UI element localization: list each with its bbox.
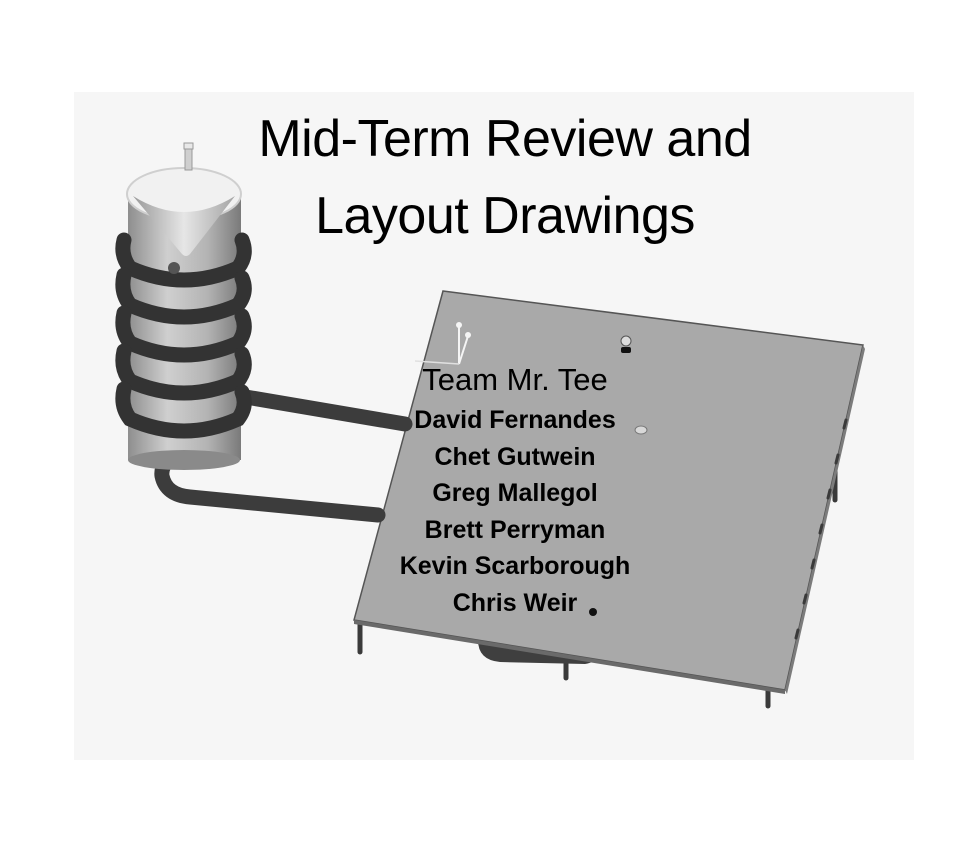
- solar-panel: [353, 290, 865, 694]
- title-line-2: Layout Drawings: [315, 187, 695, 245]
- member-name: Kevin Scarborough: [399, 552, 631, 580]
- member-name: Chet Gutwein: [434, 443, 596, 471]
- panel-fittings: [414, 322, 648, 616]
- member-name: Chris Weir: [452, 589, 578, 617]
- tank-coil: [115, 232, 252, 439]
- member-name: Brett Perryman: [424, 516, 606, 544]
- storage-tank: [126, 142, 242, 470]
- member-name: David Fernandes: [414, 406, 616, 434]
- team-name: Team Mr. Tee: [422, 362, 608, 397]
- member-name: Greg Mallegol: [432, 479, 598, 507]
- title-line-1: Mid-Term Review and: [258, 110, 752, 168]
